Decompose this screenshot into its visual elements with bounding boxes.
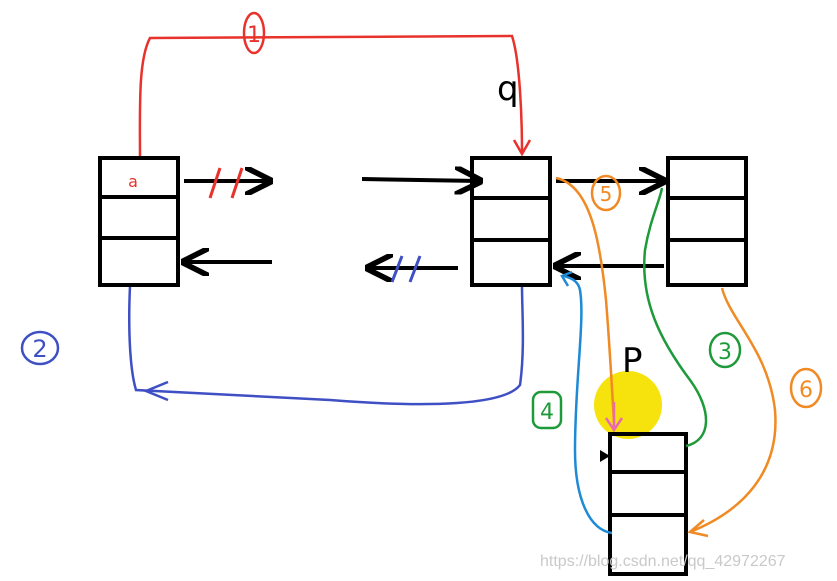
node-p xyxy=(600,432,688,576)
step2-arrowhead xyxy=(142,380,169,402)
step6-text: 6 xyxy=(799,378,813,403)
cut-mark-blue xyxy=(390,255,422,283)
step6-link xyxy=(689,287,777,534)
node-r xyxy=(666,156,748,287)
node-a-mark: a xyxy=(128,172,138,191)
step5-label: 5 xyxy=(590,174,622,212)
step5-text: 5 xyxy=(600,182,613,206)
step2-link xyxy=(128,285,525,406)
step4-arrowhead xyxy=(560,270,573,287)
watermark: https://blog.csdn.net/qq_42972267 xyxy=(540,553,786,570)
node-a: a xyxy=(98,156,180,287)
step3-text: 3 xyxy=(718,340,732,365)
step1-link xyxy=(138,34,524,161)
step6-label: 6 xyxy=(789,367,823,409)
step4-link xyxy=(563,274,613,535)
pointer-highlight xyxy=(594,371,662,439)
step6-arrowhead xyxy=(687,519,709,538)
step4-label: 4 xyxy=(531,390,563,430)
p-label: P xyxy=(622,341,643,381)
step5-link xyxy=(555,176,616,423)
step1-text: 1 xyxy=(247,23,261,48)
pink-link xyxy=(604,402,624,433)
cut-mark-red xyxy=(208,167,244,199)
node-q xyxy=(470,156,552,287)
step2-text: 2 xyxy=(32,335,47,363)
to-q-next-arrow xyxy=(361,179,480,181)
step3-link xyxy=(643,187,708,448)
step3-label: 3 xyxy=(708,331,742,369)
step1-arrowhead xyxy=(512,139,532,157)
q-label: q xyxy=(497,69,519,109)
step4-text: 4 xyxy=(540,400,554,425)
step1-label: 1 xyxy=(242,11,266,55)
step2-label: 2 xyxy=(20,330,60,366)
